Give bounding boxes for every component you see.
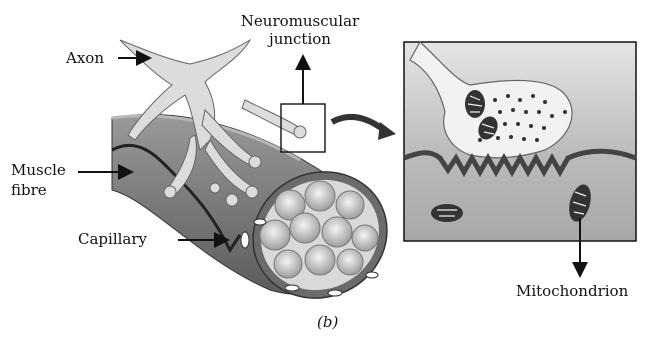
- label-mitochondrion: Mitochondrion: [516, 283, 628, 300]
- label-muscle-line2: fibre: [11, 182, 47, 199]
- label-nmj-line1: Neuromuscular: [225, 13, 375, 30]
- inset-panel: [404, 42, 636, 241]
- label-muscle-line1: Muscle: [11, 162, 66, 179]
- figure-caption: (b): [317, 313, 338, 331]
- magnify-arrow: [332, 117, 384, 130]
- label-capillary: Capillary: [78, 231, 147, 248]
- label-axon: Axon: [66, 50, 104, 67]
- label-nmj-line2: junction: [225, 31, 375, 48]
